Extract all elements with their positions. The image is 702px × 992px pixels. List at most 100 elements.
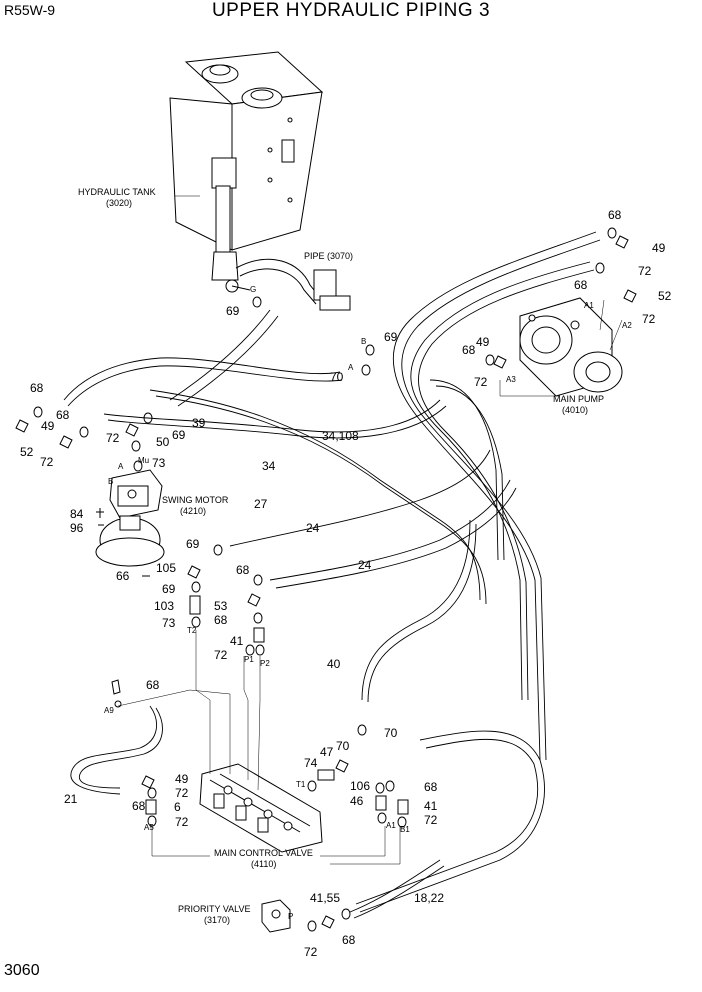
callout-52: 52	[658, 289, 672, 303]
callout-49: 49	[476, 335, 490, 349]
callout-73: 73	[152, 456, 166, 470]
port-a3: A3	[506, 375, 516, 384]
callout-41: 41	[424, 799, 438, 813]
callout-68: 68	[236, 563, 250, 577]
callout-68: 68	[146, 678, 160, 692]
port-b: B	[361, 337, 366, 346]
callout-69: 69	[226, 304, 240, 318]
callout-72: 72	[424, 813, 438, 827]
main-pump-code: (4010)	[562, 405, 588, 415]
callout-41-55: 41,55	[310, 891, 340, 905]
priority-valve-code: (3170)	[204, 915, 230, 925]
port-t2: T2	[187, 626, 197, 635]
swing-motor-label: SWING MOTOR	[162, 495, 229, 505]
fittings	[15, 227, 637, 932]
callout-24: 24	[306, 521, 320, 535]
port-p: P	[288, 912, 293, 921]
callout-69: 69	[384, 330, 398, 344]
callout-96: 96	[70, 521, 84, 535]
port-valve-b1: B1	[400, 825, 410, 834]
port-a: A	[348, 363, 354, 372]
main-control-valve-drawing	[199, 763, 323, 853]
page-number: 3060	[4, 962, 40, 979]
callout-27: 27	[254, 497, 268, 511]
port-p1: P1	[244, 655, 254, 664]
pipe-lines	[63, 231, 601, 919]
swing-motor-drawing	[95, 469, 165, 567]
callout-34-108: 34,108	[322, 429, 359, 443]
swing-motor-code: (4210)	[180, 506, 206, 516]
callout-103: 103	[154, 599, 174, 613]
hydraulic-tank-code: (3020)	[106, 198, 132, 208]
callout-68: 68	[132, 799, 146, 813]
model-label: R55W-9	[4, 2, 56, 18]
callout-68: 68	[424, 780, 438, 794]
callout-6: 6	[174, 800, 181, 814]
callout-50: 50	[156, 435, 170, 449]
callout-49: 49	[175, 772, 189, 786]
callout-73: 73	[162, 616, 176, 630]
callout-68: 68	[56, 408, 70, 422]
callout-69: 69	[172, 428, 186, 442]
callout-72: 72	[214, 648, 228, 662]
callout-46: 46	[350, 794, 364, 808]
callout-numbers: 68 49 72 68 52 72 69 69 70 68 49 72 68 4…	[20, 208, 672, 959]
callout-105: 105	[156, 561, 176, 575]
callout-70: 70	[384, 726, 398, 740]
callout-68: 68	[462, 343, 476, 357]
callout-72: 72	[642, 312, 656, 326]
port-a2: A2	[622, 321, 632, 330]
port-t1: T1	[296, 780, 306, 789]
callout-18-22: 18,22	[414, 891, 444, 905]
callout-72: 72	[106, 431, 120, 445]
priority-valve-label: PRIORITY VALVE	[178, 904, 251, 914]
pipe-3070-drawing	[235, 258, 351, 311]
callout-70: 70	[330, 370, 344, 384]
mcv-code: (4110)	[251, 859, 276, 869]
callout-52: 52	[20, 445, 34, 459]
callout-84: 84	[70, 507, 84, 521]
callout-40: 40	[327, 657, 341, 671]
leader-lines	[117, 299, 623, 865]
port-a5: A5	[144, 823, 154, 832]
page-title: UPPER HYDRAULIC PIPING 3	[211, 0, 491, 21]
callout-41: 41	[230, 634, 244, 648]
callout-49: 49	[41, 419, 55, 433]
priority-valve-drawing	[261, 899, 291, 933]
callout-39: 39	[192, 416, 206, 430]
callout-49: 49	[652, 241, 666, 255]
port-swing-a: A	[118, 462, 124, 471]
port-labels: G B A A1 A2 A3 Mu A B T2 P1 P2 A9 T1 A5 …	[104, 285, 632, 921]
callout-69: 69	[162, 582, 176, 596]
hydraulic-tank-drawing	[169, 51, 324, 293]
callout-72: 72	[474, 375, 488, 389]
port-mu: Mu	[138, 456, 149, 465]
main-pump-label: MAIN PUMP	[553, 394, 604, 404]
callout-70: 70	[336, 739, 350, 753]
callout-68: 68	[574, 278, 588, 292]
callout-47: 47	[320, 745, 334, 759]
callout-106: 106	[350, 779, 370, 793]
callout-74: 74	[304, 756, 318, 770]
port-p2: P2	[260, 659, 270, 668]
callout-66: 66	[116, 569, 130, 583]
callout-72: 72	[638, 264, 652, 278]
port-valve-a1: A1	[386, 821, 396, 830]
callout-72: 72	[304, 945, 318, 959]
port-g: G	[250, 285, 256, 294]
callout-68: 68	[30, 381, 44, 395]
callout-68: 68	[342, 933, 356, 947]
callout-69: 69	[186, 537, 200, 551]
mcv-label: MAIN CONTROL VALVE	[214, 848, 313, 858]
port-a1: A1	[584, 301, 594, 310]
callout-34: 34	[262, 459, 276, 473]
callout-24: 24	[358, 558, 372, 572]
callout-68: 68	[214, 613, 228, 627]
port-a9: A9	[104, 706, 114, 715]
callout-68: 68	[608, 208, 622, 222]
port-swing-b: B	[108, 477, 113, 486]
callout-72: 72	[175, 815, 189, 829]
callout-21: 21	[64, 792, 78, 806]
callout-72: 72	[175, 786, 189, 800]
